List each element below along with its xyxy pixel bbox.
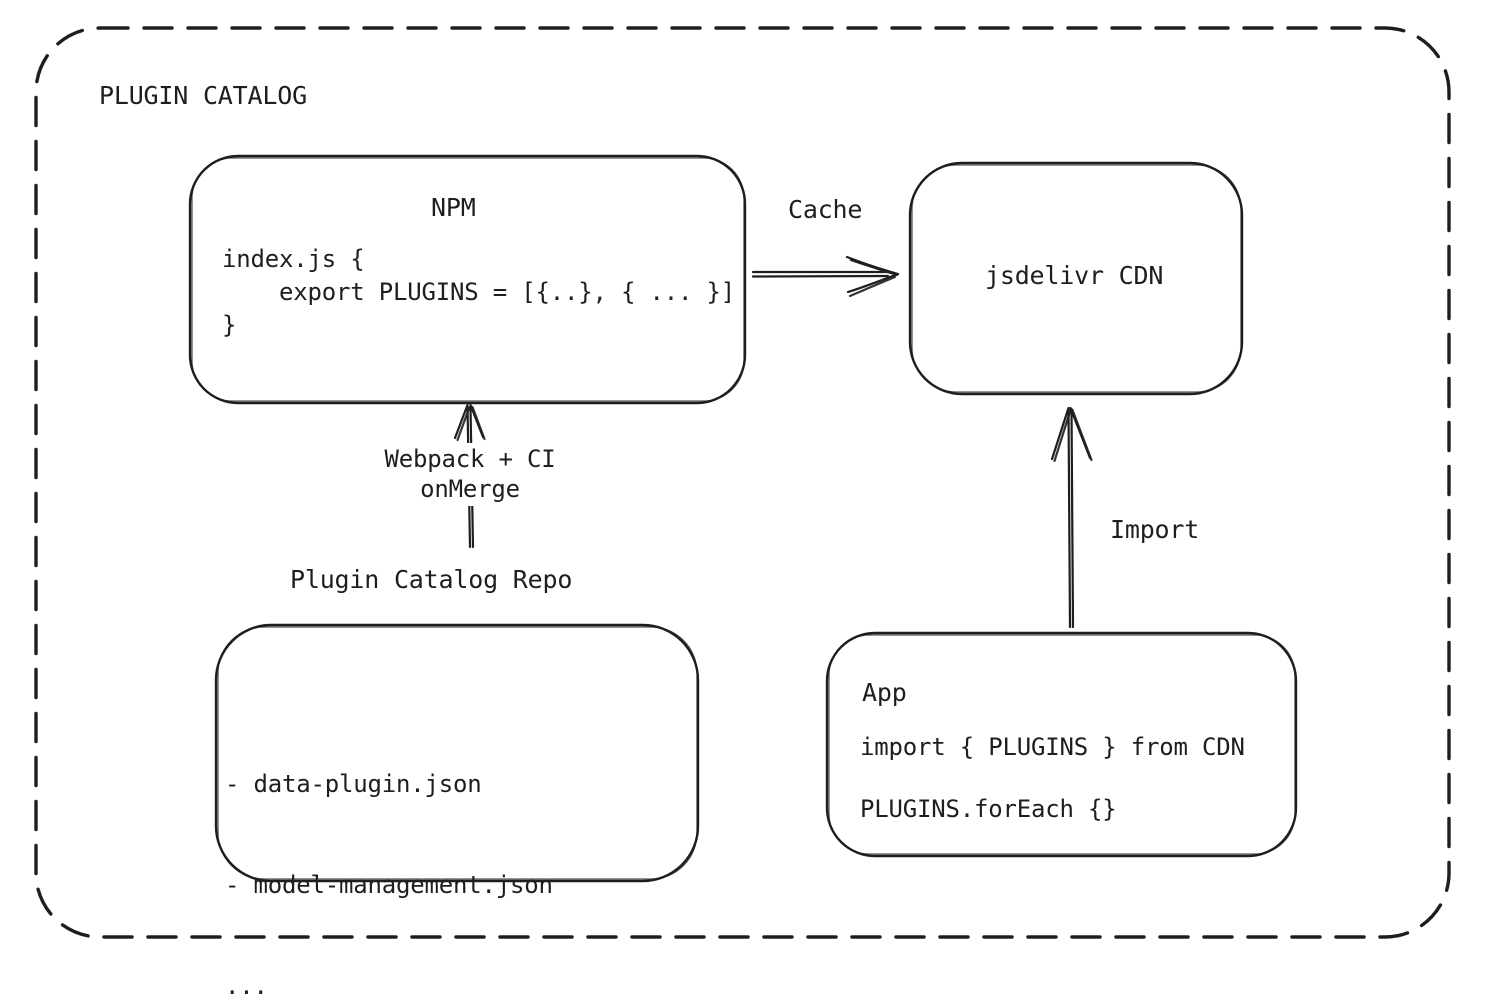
npm-node-title: NPM — [431, 193, 476, 222]
npm-node-code: index.js { export PLUGINS = [{..}, { ...… — [222, 245, 735, 339]
cache-edge-label: Cache — [788, 195, 863, 224]
repo-file-item: ... — [225, 972, 268, 1000]
repo-node-box — [214, 623, 700, 883]
app-node-box — [825, 631, 1298, 858]
import-edge-label: Import — [1110, 515, 1200, 544]
npm-node-box — [188, 154, 747, 405]
repo-file-item: - data-plugin.json — [225, 770, 482, 798]
repo-file-item: - model-management.json — [225, 871, 553, 899]
catalog-boundary — [34, 26, 1451, 939]
build-edge-label-line1: Webpack + CI — [379, 443, 561, 476]
app-node-title: App — [862, 678, 907, 707]
app-node-code-line2: PLUGINS.forEach {} — [860, 795, 1117, 823]
cdn-node-label: jsdelivr CDN — [985, 261, 1164, 290]
repo-node-label: Plugin Catalog Repo — [290, 565, 573, 594]
cdn-node-box — [908, 161, 1244, 396]
import-arrow — [1050, 406, 1093, 629]
repo-node-files: - data-plugin.json - model-management.js… — [225, 701, 553, 1002]
diagram-title: PLUGIN CATALOG — [99, 81, 307, 110]
app-node-code-line1: import { PLUGINS } from CDN — [860, 733, 1245, 761]
cache-arrow — [751, 255, 900, 298]
build-edge-label-line2: onMerge — [415, 473, 525, 506]
